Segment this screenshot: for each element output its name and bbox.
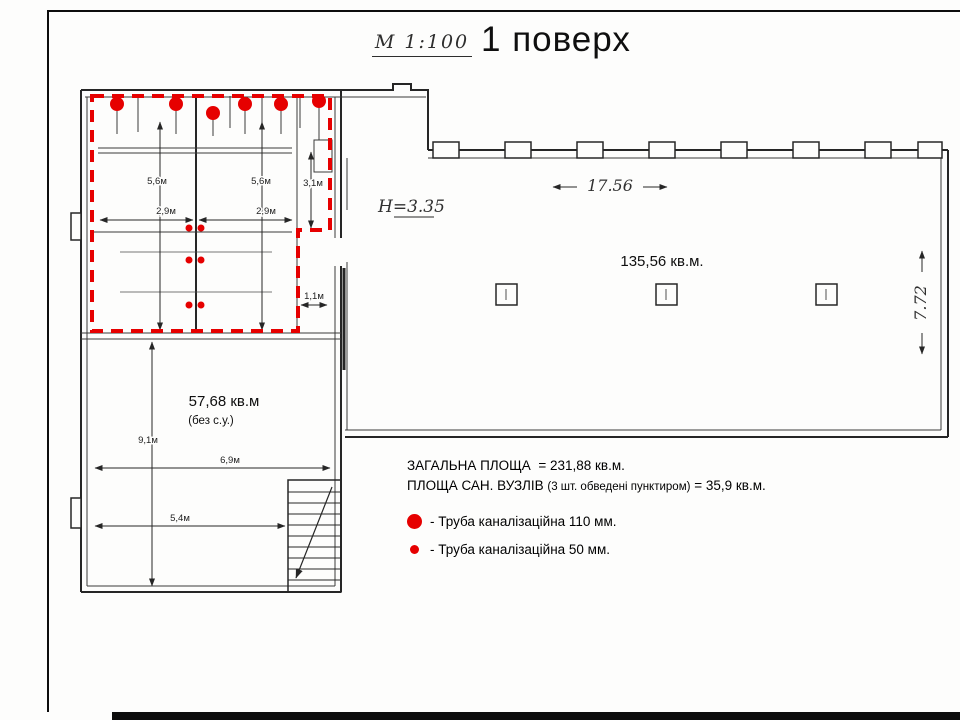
scan-frame-top — [47, 10, 960, 12]
fixture-stubs — [116, 96, 320, 142]
dimension-lines — [94, 121, 925, 587]
san-area-note: (3 шт. обведені пунктиром) — [547, 481, 691, 493]
height-label: Н=3.35 — [377, 197, 445, 217]
dim-label-11: 1,1м — [304, 291, 324, 302]
san-area-text: ПЛОЩА САН. ВУЗЛІВ (3 шт. обведені пункти… — [407, 478, 766, 493]
floor-title: 1 поверх — [481, 20, 631, 59]
dim-label-56-right: 5,6м — [251, 176, 271, 187]
scan-frame-bottom — [112, 712, 960, 720]
sanitary-dashed-outline — [90, 94, 332, 333]
pipe-50-dots — [185, 224, 205, 309]
scan-frame-left — [47, 10, 49, 712]
san-area-value: = 35,9 кв.м. — [690, 478, 766, 493]
pipe-50-label: - Труба каналізаційна 50 мм. — [430, 542, 610, 557]
room-area-label: 57,68 кв.м — [189, 393, 260, 410]
total-area-text: ЗАГАЛЬНА ПЛОЩА = 231,88 кв.м. — [407, 458, 625, 473]
stall-partitions — [120, 251, 272, 293]
legend-pipe-110: - Труба каналізаційна 110 мм. — [407, 514, 617, 529]
dim-label-91: 9,1м — [138, 435, 158, 446]
dim-label-69: 6,9м — [220, 455, 240, 466]
pipe-50-icon — [410, 545, 419, 554]
pilasters — [70, 212, 82, 529]
pipe-110-icon — [407, 514, 422, 529]
dim-label-29-right: 2,9м — [256, 206, 276, 217]
hall-area-label: 135,56 кв.м. — [620, 253, 703, 270]
pipe-110-dots — [110, 94, 326, 120]
pipe-110-label: - Труба каналізаційна 110 мм. — [430, 514, 617, 529]
stairs — [287, 479, 342, 593]
dim-label-29-left: 2,9м — [156, 206, 176, 217]
scale-label: М 1:100 — [372, 31, 472, 57]
stair-treads — [288, 491, 341, 581]
dim-label-56-left: 5,6м — [147, 176, 167, 187]
columns — [495, 283, 838, 306]
sink-fixture — [313, 139, 333, 173]
san-area-label: ПЛОЩА САН. ВУЗЛІВ — [407, 478, 548, 493]
outer-walls — [80, 83, 949, 593]
room-area-note: (без с.у.) — [188, 415, 234, 427]
depth-label: 7.72 — [911, 285, 930, 321]
width-label: 17.56 — [587, 176, 633, 195]
dim-label-54: 5,4м — [170, 513, 190, 524]
stair-arrow — [295, 486, 333, 579]
dim-label-31: 3,1м — [303, 178, 323, 189]
inner-walls — [81, 96, 942, 587]
wall-piers — [432, 141, 943, 159]
partitions — [90, 96, 298, 332]
legend-pipe-50: - Труба каналізаційна 50 мм. — [407, 542, 610, 557]
